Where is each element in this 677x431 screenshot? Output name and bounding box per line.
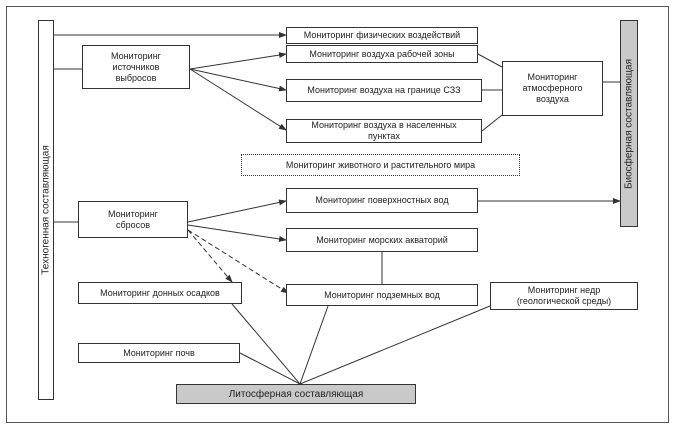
soil-label: Мониторинг почв	[123, 347, 195, 358]
subsoil-label: Мониторинг недр (геологической среды)	[516, 285, 612, 306]
surface-water-label: Мониторинг поверхностных вод	[315, 195, 449, 205]
settlement-air-label: Мониторинг воздуха в населенных пунктах	[311, 120, 457, 141]
work-air-label: Мониторинг воздуха рабочей зоны	[309, 48, 455, 59]
technogenic-label: Техногенная составляющая	[40, 145, 52, 275]
diagram-frame	[6, 6, 669, 423]
discharges-box: Мониторинг сбросов	[78, 201, 188, 238]
flora-fauna-label: Мониторинг животного и растительного мир…	[285, 159, 476, 170]
biosphere-bar: Биосферная составляющая	[620, 20, 638, 227]
technogenic-bar: Техногенная составляющая	[38, 20, 54, 400]
atmo-label: Мониторинг атмосферного воздуха	[522, 72, 583, 104]
emissions-label: Мониторинг источников выбросов	[111, 50, 161, 83]
lithosphere-bar: Литосферная составляющая	[176, 384, 416, 404]
szz-air-label: Мониторинг воздуха на границе СЗЗ	[307, 85, 461, 95]
work-air-box: Мониторинг воздуха рабочей зоны	[286, 45, 478, 63]
lithosphere-label: Литосферная составляющая	[228, 388, 364, 400]
sediments-box: Мониторинг донных осадков	[78, 282, 242, 304]
emissions-box: Мониторинг источников выбросов	[82, 45, 190, 89]
settlement-air-box: Мониторинг воздуха в населенных пунктах	[286, 119, 482, 143]
surface-water-box: Мониторинг поверхностных вод	[286, 188, 478, 213]
physical-impact-box: Мониторинг физических воздействий	[286, 27, 478, 44]
underground-water-box: Мониторинг подземных вод	[286, 284, 478, 306]
flora-fauna-box: Мониторинг животного и растительного мир…	[241, 154, 520, 176]
soil-box: Мониторинг почв	[78, 343, 240, 363]
atmo-box: Мониторинг атмосферного воздуха	[502, 61, 603, 116]
sediments-label: Мониторинг донных осадков	[100, 287, 220, 298]
biosphere-label: Биосферная составляющая	[623, 58, 635, 189]
physical-impact-label: Мониторинг физических воздействий	[303, 30, 461, 40]
szz-air-box: Мониторинг воздуха на границе СЗЗ	[286, 79, 482, 102]
sea-box: Мониторинг морских акваторий	[286, 228, 478, 252]
discharges-label: Мониторинг сбросов	[108, 208, 158, 230]
subsoil-box: Мониторинг недр (геологической среды)	[490, 282, 638, 310]
underground-water-label: Мониторинг подземных вод	[324, 289, 440, 300]
sea-label: Мониторинг морских акваторий	[316, 234, 448, 245]
